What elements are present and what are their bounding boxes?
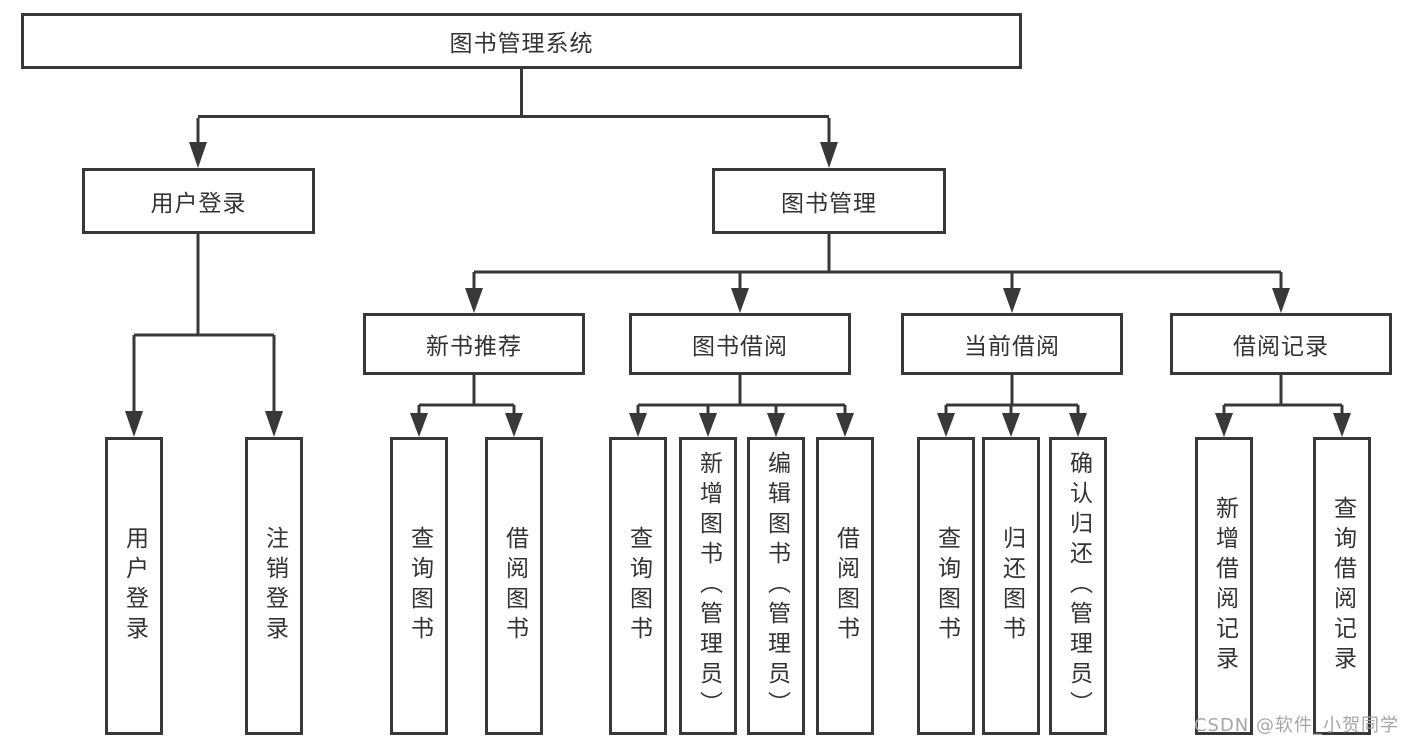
- leaf-return-books: 归还图书: [982, 437, 1040, 735]
- node-label: 查询借阅记录: [1329, 496, 1356, 676]
- node-new-book-recommendation: 新书推荐: [363, 313, 585, 375]
- node-label: 借阅图书: [832, 526, 859, 646]
- node-label: 图书借阅: [692, 334, 788, 360]
- leaf-query-books: 查询图书: [917, 437, 975, 735]
- leaf-add-books-admin: 新增图书（管理员）: [679, 437, 737, 735]
- node-label: 用户登录: [150, 191, 247, 217]
- node-label: 当前借阅: [964, 334, 1060, 360]
- leaf-edit-books-admin: 编辑图书（管理员）: [747, 437, 805, 735]
- csdn-watermark: CSDN @软件_小贺同学: [1193, 715, 1399, 736]
- node-label: 新书推荐: [426, 334, 522, 360]
- node-current-borrowing: 当前借阅: [901, 313, 1123, 375]
- leaf-add-borrow-record: 新增借阅记录: [1195, 437, 1253, 735]
- node-library-management-system: 图书管理系统: [21, 13, 1022, 69]
- node-label: 借阅记录: [1233, 334, 1329, 360]
- node-book-borrowing: 图书借阅: [629, 313, 851, 375]
- leaf-confirm-return-admin: 确认归还（管理员）: [1049, 437, 1107, 735]
- node-label: 新增借阅记录: [1211, 496, 1238, 676]
- leaf-user-login: 用户登录: [105, 437, 163, 735]
- node-label: 用户登录: [121, 526, 148, 646]
- leaf-query-borrow-record: 查询借阅记录: [1313, 437, 1371, 735]
- node-borrowing-records: 借阅记录: [1170, 313, 1392, 375]
- node-label: 新增图书（管理员）: [695, 451, 722, 721]
- node-label: 图书管理: [781, 191, 877, 217]
- node-label: 确认归还（管理员）: [1065, 451, 1092, 721]
- node-label: 图书管理系统: [449, 31, 594, 57]
- node-book-management: 图书管理: [712, 168, 946, 234]
- node-label: 查询图书: [406, 526, 433, 646]
- node-label: 注销登录: [261, 526, 288, 646]
- node-label: 查询图书: [625, 526, 652, 646]
- node-label: 借阅图书: [501, 526, 528, 646]
- leaf-logout: 注销登录: [245, 437, 303, 735]
- leaf-query-books: 查询图书: [609, 437, 667, 735]
- leaf-borrow-books: 借阅图书: [485, 437, 543, 735]
- node-label: 编辑图书（管理员）: [763, 451, 790, 721]
- node-user-login: 用户登录: [82, 168, 315, 234]
- node-label: 归还图书: [998, 526, 1025, 646]
- node-label: 查询图书: [933, 526, 960, 646]
- leaf-borrow-books: 借阅图书: [816, 437, 874, 735]
- leaf-query-books: 查询图书: [390, 437, 448, 735]
